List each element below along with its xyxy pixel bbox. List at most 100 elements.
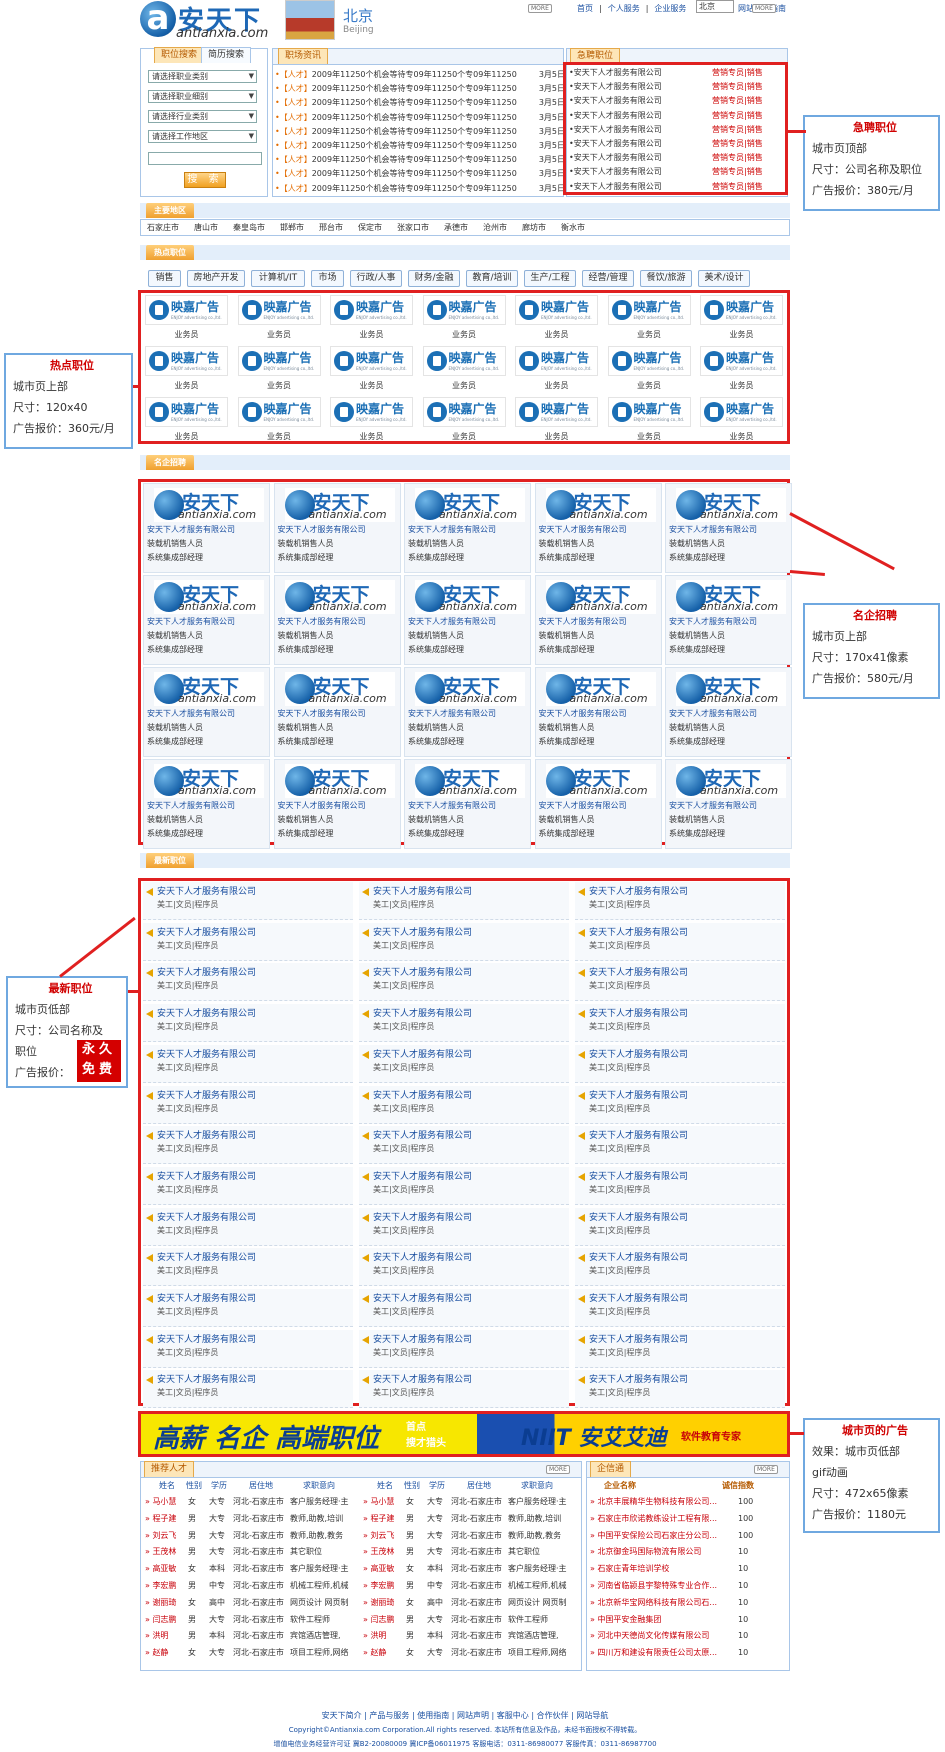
talent-name[interactable]: » 赵静 (145, 1648, 169, 1658)
newest-job-item[interactable]: 安天下人才服务有限公司美工|文员|程序员 (143, 1329, 353, 1368)
famous-company-name[interactable]: 安天下人才服务有限公司 (538, 525, 627, 534)
niit-banner-ad[interactable]: 高薪 名企 高端职位 首点 搜才猎头 NIIT 安艾艾迪 软件教育专家 (138, 1411, 790, 1457)
famous-job-1[interactable]: 装载机销售人员 (147, 631, 203, 640)
hot-ad-caption[interactable]: 业务员 (174, 330, 199, 339)
newest-company-name[interactable]: 安天下人才服务有限公司 (157, 1171, 257, 1182)
newest-job-item[interactable]: 安天下人才服务有限公司美工|文员|程序员 (143, 1044, 353, 1083)
newest-company-name[interactable]: 安天下人才服务有限公司 (157, 968, 257, 979)
tab-talent[interactable]: 推荐人才 (144, 1461, 195, 1477)
newest-jobs[interactable]: 美工|文员|程序员 (373, 940, 435, 950)
newest-company-name[interactable]: 安天下人才服务有限公司 (589, 887, 689, 897)
hot-category-button[interactable]: 生产/工程 (524, 270, 576, 287)
newest-company-name[interactable]: 安天下人才服务有限公司 (373, 1009, 473, 1020)
famous-job-2[interactable]: 系统集成部经理 (147, 553, 203, 562)
newest-jobs[interactable]: 美工|文员|程序员 (157, 1144, 219, 1154)
hot-ad-caption[interactable]: 业务员 (359, 330, 384, 339)
newest-company-name[interactable]: 安天下人才服务有限公司 (589, 927, 689, 938)
urgent-jobs[interactable]: 营销专员|销售 (712, 110, 763, 120)
hot-ad-caption[interactable]: 业务员 (729, 330, 754, 339)
famous-job-2[interactable]: 系统集成部经理 (538, 829, 595, 838)
newest-jobs[interactable]: 美工|文员|程序员 (589, 1388, 651, 1398)
enterprise-name[interactable]: » 河北中天德尚文化传媒有限公司 (590, 1631, 710, 1641)
hot-ad-caption[interactable]: 业务员 (267, 330, 291, 339)
newest-company-name[interactable]: 安天下人才服务有限公司 (373, 1375, 473, 1386)
newest-company-name[interactable]: 安天下人才服务有限公司 (373, 1049, 473, 1060)
hot-category-button[interactable]: 计算机/IT (251, 270, 305, 287)
newest-job-item[interactable]: 安天下人才服务有限公司美工|文员|程序员 (575, 1004, 785, 1043)
talent-name[interactable]: » 王茂林 (363, 1547, 395, 1557)
newest-job-item[interactable]: 安天下人才服务有限公司美工|文员|程序员 (575, 1044, 785, 1083)
newest-jobs[interactable]: 美工|文员|程序员 (373, 1103, 435, 1113)
famous-job-2[interactable]: 系统集成部经理 (669, 737, 725, 746)
newest-jobs[interactable]: 美工|文员|程序员 (157, 1184, 219, 1194)
tab-resume-search[interactable]: 简历搜索 (201, 47, 252, 63)
newest-company-name[interactable]: 安天下人才服务有限公司 (589, 1009, 689, 1020)
famous-company-name[interactable]: 安天下人才服务有限公司 (669, 617, 757, 626)
famous-job-1[interactable]: 装载机销售人员 (408, 815, 464, 824)
newest-job-item[interactable]: 安天下人才服务有限公司美工|文员|程序员 (359, 1329, 569, 1368)
talent-row[interactable]: » 刘云飞男大专河北-石家庄市教师,助教,教务 (363, 1528, 577, 1544)
region-link[interactable]: 秦皇岛市 (233, 223, 265, 232)
hot-ad-caption[interactable]: 业务员 (452, 381, 476, 390)
newest-company-name[interactable]: 安天下人才服务有限公司 (589, 1294, 689, 1304)
work-area-select[interactable]: 请选择工作地区 (148, 130, 257, 143)
famous-job-1[interactable]: 装载机销售人员 (538, 631, 595, 640)
newest-company-name[interactable]: 安天下人才服务有限公司 (157, 1212, 257, 1223)
newest-job-item[interactable]: 安天下人才服务有限公司美工|文员|程序员 (143, 1248, 353, 1287)
urgent-company[interactable]: •安天下人才服务有限公司 (569, 68, 662, 77)
urgent-company[interactable]: •安天下人才服务有限公司 (569, 110, 662, 120)
enterprise-name[interactable]: » 石家庄青年培训学校 (590, 1564, 670, 1574)
news-title[interactable]: 2009年11250个机会等待专09年11250个专09年11250 (311, 155, 517, 165)
news-title[interactable]: 2009年11250个机会等待专09年11250个专09年11250 (311, 169, 517, 179)
newest-company-name[interactable]: 安天下人才服务有限公司 (157, 1090, 257, 1101)
enterprise-row[interactable]: » 北京新华宝网络科技有限公司石...10 (590, 1595, 788, 1611)
urgent-company[interactable]: •安天下人才服务有限公司 (569, 96, 662, 106)
famous-job-1[interactable]: 装载机销售人员 (669, 631, 725, 640)
newest-job-item[interactable]: 安天下人才服务有限公司美工|文员|程序员 (143, 922, 353, 961)
famous-job-1[interactable]: 装载机销售人员 (408, 723, 464, 732)
famous-company-name[interactable]: 安天下人才服务有限公司 (538, 617, 627, 626)
hot-ad-caption[interactable]: 业务员 (544, 330, 569, 339)
newest-company-name[interactable]: 安天下人才服务有限公司 (373, 1090, 473, 1101)
region-link[interactable]: 邯郸市 (280, 223, 304, 232)
newest-jobs[interactable]: 美工|文员|程序员 (373, 1022, 435, 1032)
newest-job-item[interactable]: 安天下人才服务有限公司美工|文员|程序员 (575, 882, 785, 920)
urgent-row[interactable]: •安天下人才服务有限公司营销专员|销售 (569, 94, 763, 108)
famous-company-name[interactable]: 安天下人才服务有限公司 (147, 801, 235, 810)
hot-ad-caption[interactable]: 业务员 (267, 432, 291, 441)
newest-job-item[interactable]: 安天下人才服务有限公司美工|文员|程序员 (359, 1004, 569, 1043)
newest-job-item[interactable]: 安天下人才服务有限公司美工|文员|程序员 (359, 1126, 569, 1165)
newest-jobs[interactable]: 美工|文员|程序员 (589, 1225, 651, 1235)
urgent-row[interactable]: •安天下人才服务有限公司营销专员|销售 (569, 165, 763, 179)
talent-name[interactable]: » 程子建 (363, 1513, 395, 1523)
famous-company-name[interactable]: 安天下人才服务有限公司 (669, 709, 757, 718)
newest-job-item[interactable]: 安天下人才服务有限公司美工|文员|程序员 (359, 922, 569, 961)
enterprise-name[interactable]: » 北京御金玛国际物流有限公司 (590, 1547, 702, 1557)
newest-jobs[interactable]: 美工|文员|程序员 (373, 1388, 435, 1398)
hot-ad-caption[interactable]: 业务员 (452, 432, 476, 441)
hot-ad-caption[interactable]: 业务员 (174, 381, 199, 390)
urgent-row[interactable]: •安天下人才服务有限公司营销专员|销售 (569, 80, 763, 94)
